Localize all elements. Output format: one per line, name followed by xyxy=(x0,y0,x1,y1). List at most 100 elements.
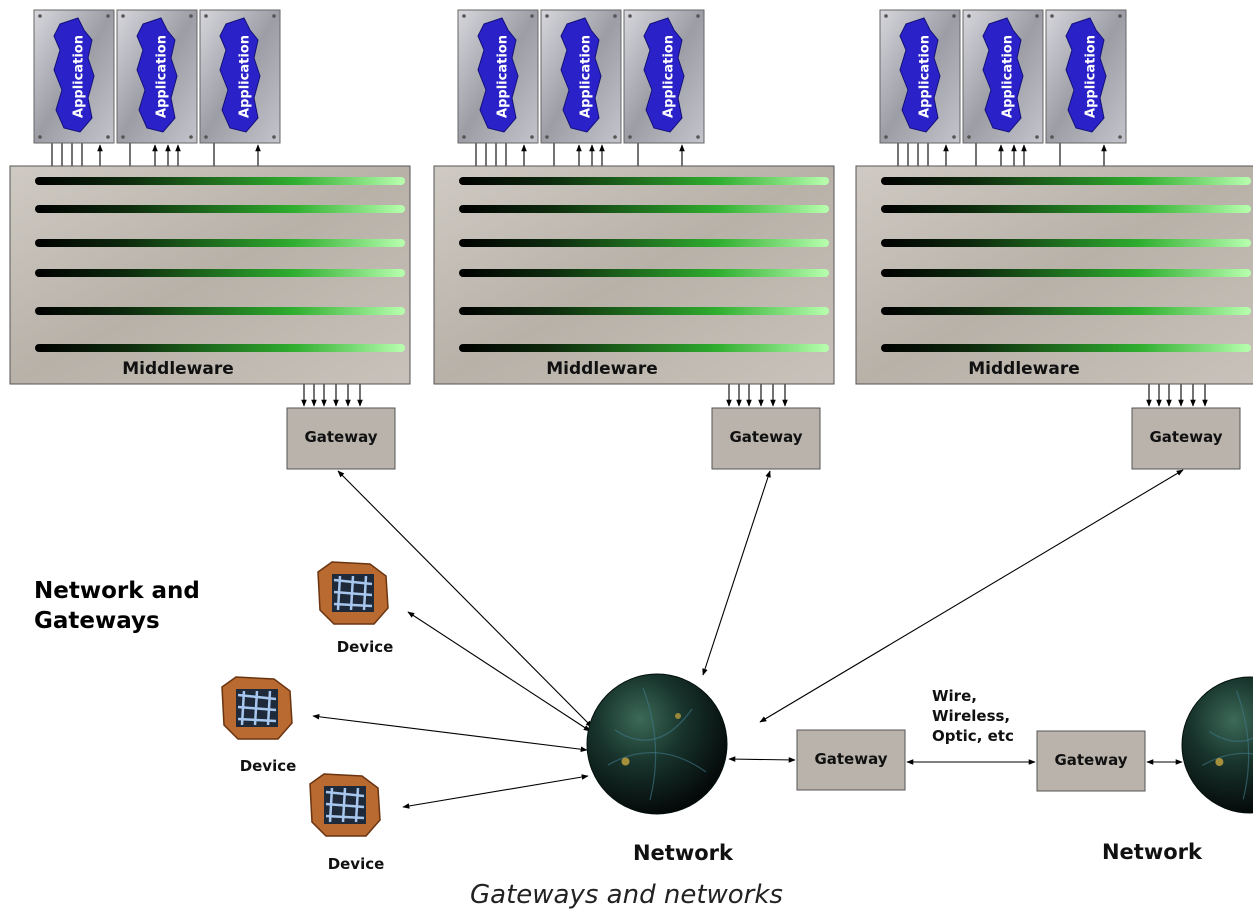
middleware-channel xyxy=(881,307,1251,315)
application-label: Application xyxy=(238,35,253,118)
sphere-body xyxy=(1181,676,1253,814)
device-label-2: Device xyxy=(240,757,297,775)
section-heading-line-2: Gateways xyxy=(34,608,160,634)
sphere-vein xyxy=(642,687,657,801)
rivet xyxy=(1035,135,1039,139)
application-blob xyxy=(219,17,261,133)
network-label-right: Network xyxy=(1102,840,1203,864)
middleware-channel xyxy=(459,307,829,315)
middleware-channel xyxy=(459,205,829,213)
section-heading: Network and Gateways xyxy=(34,576,200,636)
middleware-label: Middleware xyxy=(968,359,1080,379)
middleware-channel xyxy=(459,269,829,277)
middleware-channel xyxy=(881,205,1251,213)
middleware-channel xyxy=(881,344,1251,352)
application-label: Application xyxy=(72,35,87,118)
application-blob xyxy=(53,17,95,133)
rivet xyxy=(967,135,971,139)
middleware-channel xyxy=(459,344,829,352)
sphere-vein xyxy=(1235,690,1250,800)
application-blob xyxy=(982,17,1024,133)
rivet xyxy=(38,135,42,139)
rivet xyxy=(204,14,208,18)
application-label: Application xyxy=(155,35,170,118)
device-label-3: Device xyxy=(328,855,385,873)
middleware-channel xyxy=(881,239,1251,247)
figure-caption: Gateways and networks xyxy=(470,880,783,910)
network-label-main: Network xyxy=(633,841,734,865)
sphere-vein xyxy=(1202,752,1253,766)
device-2 xyxy=(221,676,293,740)
gateway-box-bottom xyxy=(796,729,906,791)
middleware-label: Middleware xyxy=(122,359,234,379)
application-blob xyxy=(1065,17,1107,133)
gateway-label: Gateway xyxy=(729,428,802,446)
middleware-channel xyxy=(459,239,829,247)
rivet xyxy=(121,14,125,18)
gateway-box xyxy=(711,407,821,470)
network-sphere-right xyxy=(1181,676,1253,814)
sphere-light xyxy=(1215,758,1224,766)
rivet xyxy=(628,135,632,139)
rivet xyxy=(884,14,888,18)
sphere-light xyxy=(675,713,681,719)
middleware-channel xyxy=(35,269,405,277)
application-blob xyxy=(899,17,941,133)
rivet xyxy=(628,14,632,18)
middleware-channel xyxy=(35,344,405,352)
device-lattice xyxy=(354,787,360,823)
rivet xyxy=(696,14,700,18)
device-lattice xyxy=(325,814,365,820)
application-blob xyxy=(643,17,685,133)
rivet xyxy=(1035,14,1039,18)
application-blob xyxy=(560,17,602,133)
rivet xyxy=(884,135,888,139)
rivet xyxy=(613,14,617,18)
gateway-box xyxy=(286,407,396,470)
rivet xyxy=(696,135,700,139)
medium-label-line: Wireless, xyxy=(932,707,1010,725)
middleware-channel xyxy=(35,205,405,213)
network-sphere-main xyxy=(586,673,728,815)
application-label: Application xyxy=(1001,35,1016,118)
gateway-box-bottom xyxy=(1036,730,1146,792)
application-label: Application xyxy=(496,35,511,118)
gateway-network-arrow xyxy=(759,469,1184,723)
rivet xyxy=(462,135,466,139)
gateway-label: Gateway xyxy=(1149,428,1222,446)
rivet xyxy=(545,135,549,139)
rivet xyxy=(1050,135,1054,139)
rivet xyxy=(189,135,193,139)
device-1 xyxy=(317,561,389,625)
rivet xyxy=(272,135,276,139)
application-blob xyxy=(477,17,519,133)
diagram-shapes: Middleware Application Application Applicat… xyxy=(9,9,1253,873)
application-label: Application xyxy=(579,35,594,118)
rivet xyxy=(952,14,956,18)
rivet xyxy=(106,135,110,139)
middleware-channel xyxy=(459,177,829,185)
device-label-1: Device xyxy=(337,638,394,656)
rivet xyxy=(1118,14,1122,18)
device-lattice xyxy=(362,575,368,611)
rivet xyxy=(545,14,549,18)
gateway-label: Gateway xyxy=(304,428,377,446)
gateway-label-bottom: Gateway xyxy=(814,750,887,768)
application-label: Application xyxy=(662,35,677,118)
sphere-light xyxy=(621,757,630,766)
middleware-label: Middleware xyxy=(546,359,658,379)
rivet xyxy=(952,135,956,139)
rivet xyxy=(106,14,110,18)
device-3 xyxy=(309,773,381,837)
device-network-arrow xyxy=(407,611,591,732)
gateway-network-arrow xyxy=(702,470,771,676)
rivet xyxy=(121,135,125,139)
gateway-box xyxy=(1131,407,1241,470)
application-label: Application xyxy=(918,35,933,118)
network-gateway-arrow xyxy=(728,756,796,763)
rivet xyxy=(462,14,466,18)
rivet xyxy=(530,14,534,18)
middleware-channel xyxy=(881,269,1251,277)
device-lattice xyxy=(266,690,272,726)
middleware-channel xyxy=(35,307,405,315)
